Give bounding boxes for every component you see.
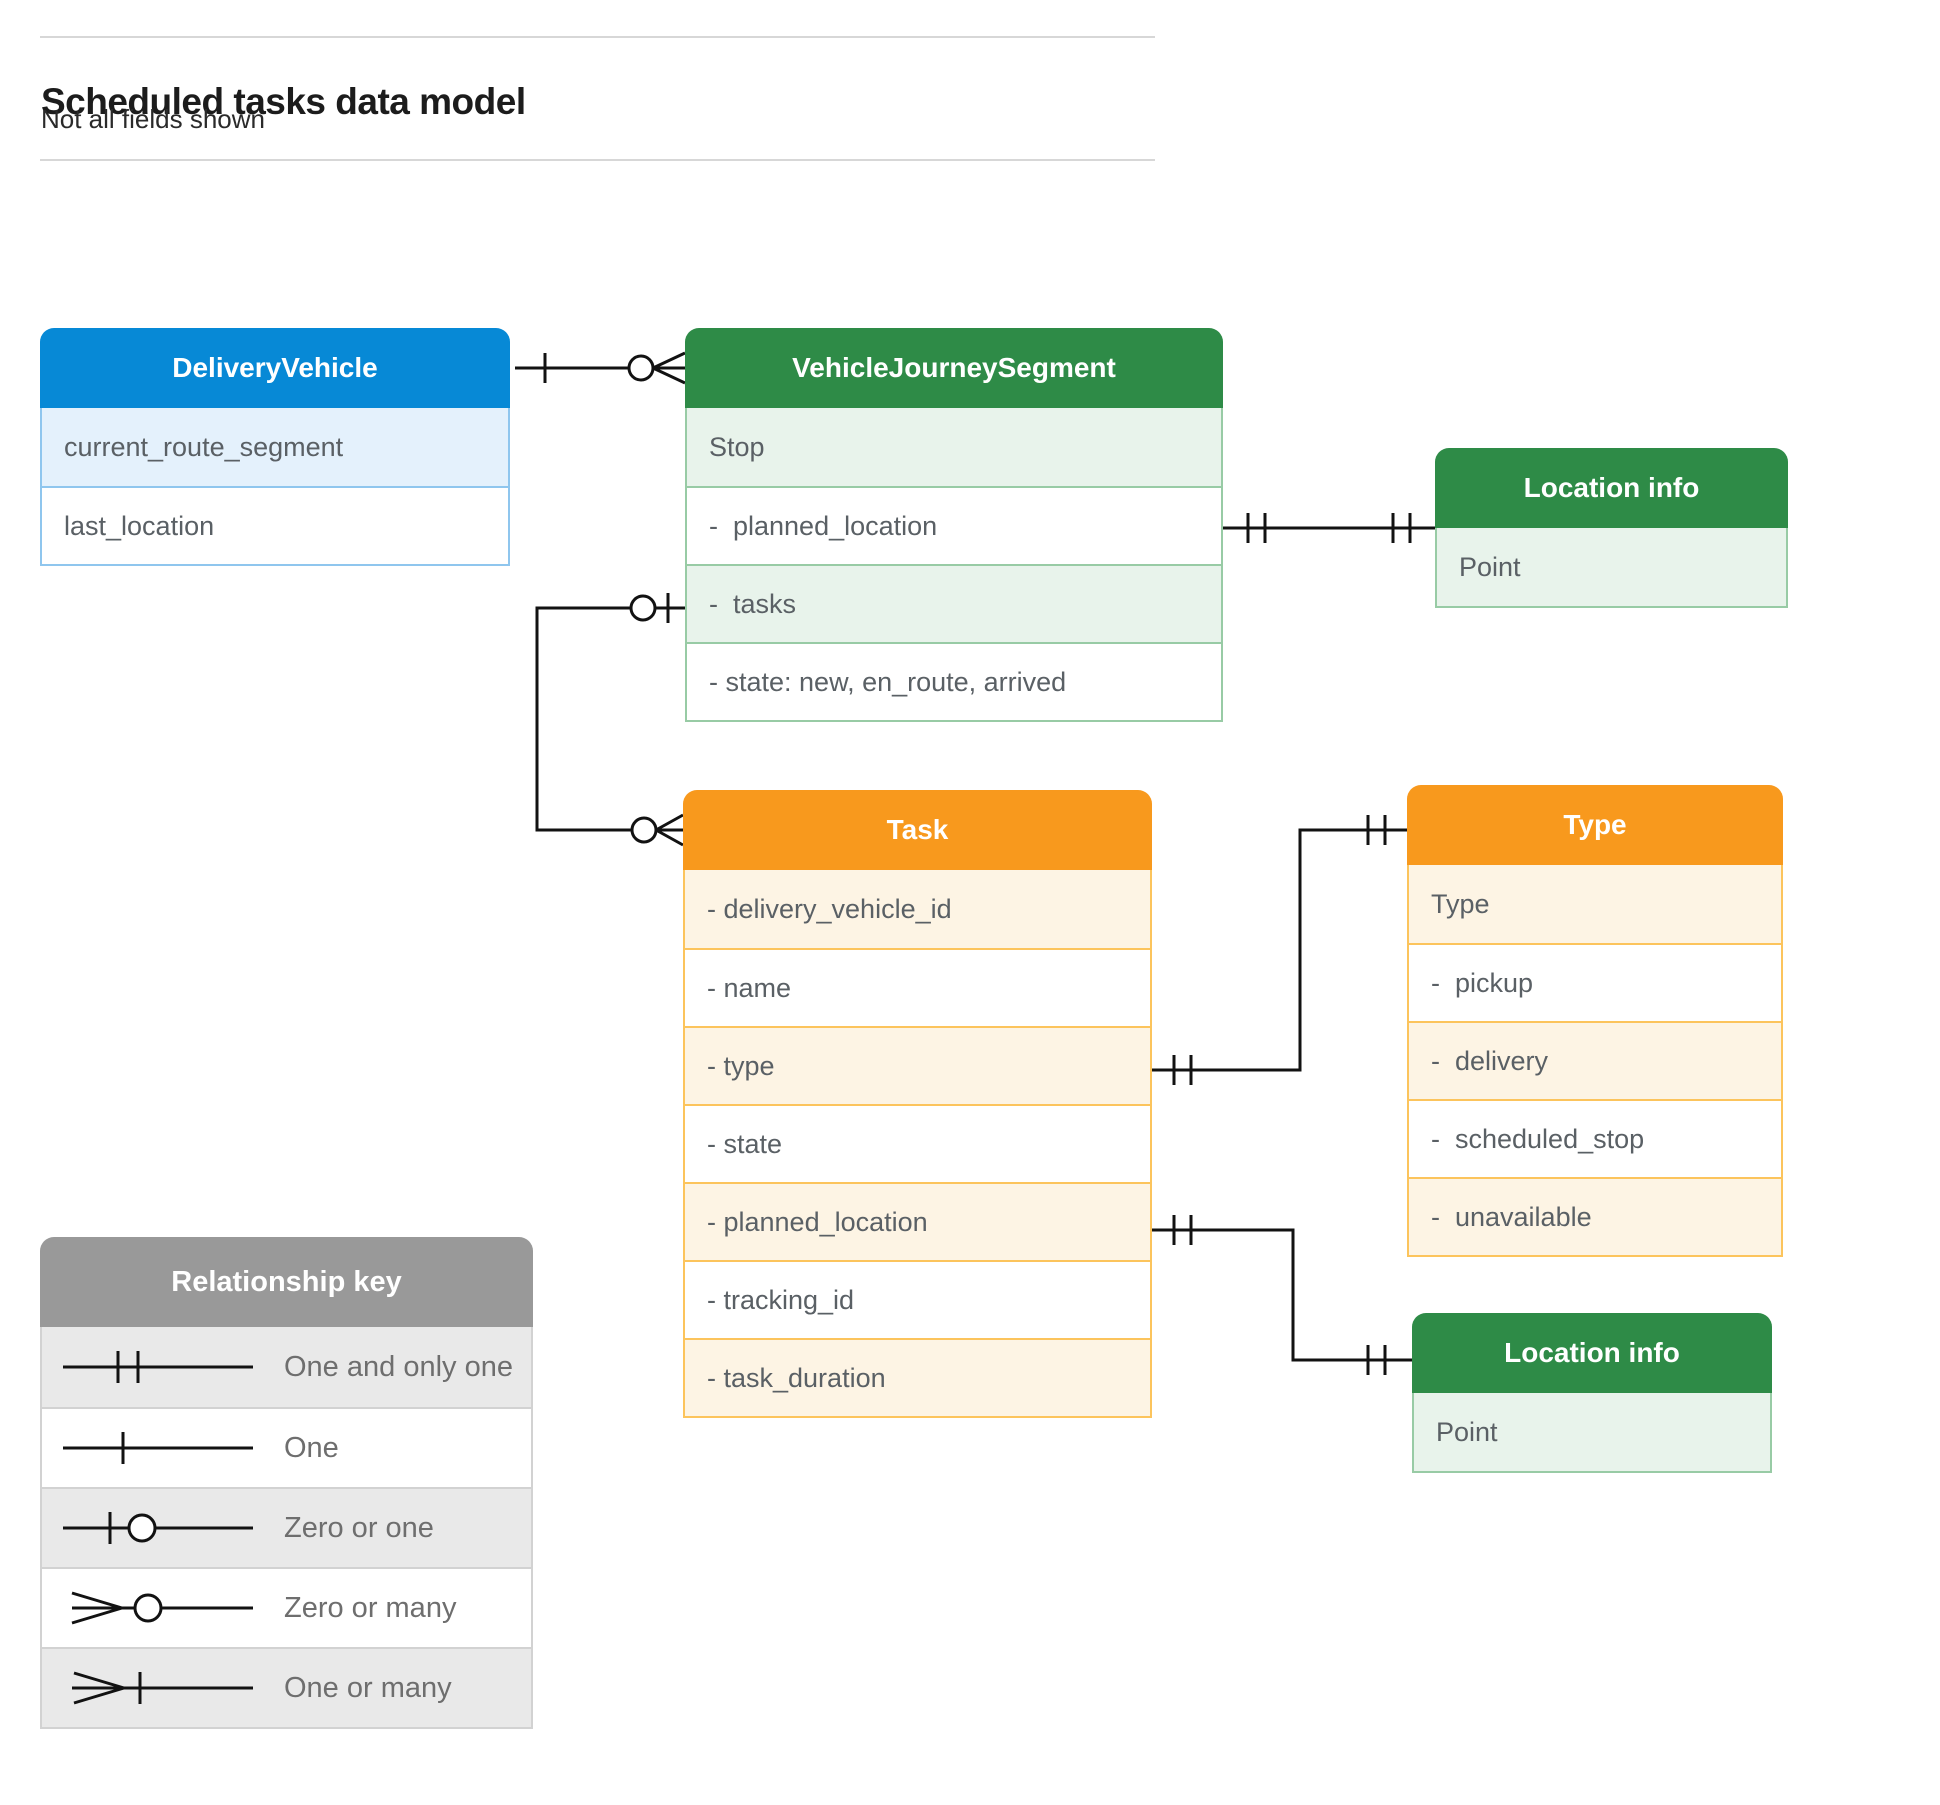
connector-taskplannedlocation-to-locationinfo-bottom: [1152, 1215, 1412, 1375]
entity-title: Location info: [1412, 1313, 1772, 1393]
zero-or-many-cardinality-icon: [630, 816, 658, 844]
top-divider: [40, 36, 1155, 38]
field-row: Point: [1435, 528, 1788, 608]
field-row: Stop: [685, 408, 1223, 488]
legend-item: Zero or one: [40, 1487, 533, 1569]
field-row: - task_duration: [683, 1338, 1152, 1418]
entity-type: Type Type - pickup - delivery - schedule…: [1407, 785, 1783, 1257]
zero-or-many-icon: [71, 1591, 253, 1625]
zero-or-one-icon: [63, 1512, 253, 1544]
field-row: - delivery_vehicle_id: [683, 870, 1152, 950]
field-row: Type: [1407, 865, 1783, 945]
relationship-key-title: Relationship key: [40, 1237, 533, 1327]
legend-label: Zero or one: [284, 1511, 434, 1544]
field-row: - planned_location: [683, 1182, 1152, 1262]
entity-task: Task - delivery_vehicle_id - name - type…: [683, 790, 1152, 1418]
legend-label: Zero or many: [284, 1591, 457, 1624]
subtitle-divider: [40, 159, 1155, 161]
connector-plannedlocation-to-locationinfo-top: [1223, 513, 1435, 543]
field-row: - planned_location: [685, 486, 1223, 566]
field-row: - unavailable: [1407, 1177, 1783, 1257]
field-row: - delivery: [1407, 1021, 1783, 1101]
legend-label: One: [284, 1431, 339, 1464]
entity-vehicle-journey-segment: VehicleJourneySegment Stop - planned_loc…: [685, 328, 1223, 722]
field-row: - tracking_id: [683, 1260, 1152, 1340]
legend-item: One or many: [40, 1647, 533, 1729]
entity-title: Task: [683, 790, 1152, 870]
field-row: - state: [683, 1104, 1152, 1184]
entity-title: VehicleJourneySegment: [685, 328, 1223, 408]
field-row: current_route_segment: [40, 408, 510, 488]
field-row: - name: [683, 948, 1152, 1028]
zero-or-many-cardinality-icon: [627, 354, 655, 382]
field-row: - scheduled_stop: [1407, 1099, 1783, 1179]
field-row: - state: new, en_route, arrived: [685, 642, 1223, 722]
entity-title: DeliveryVehicle: [40, 328, 510, 408]
entity-location-info-top: Location info Point: [1435, 448, 1788, 608]
field-row: - tasks: [685, 564, 1223, 644]
field-row: - pickup: [1407, 943, 1783, 1023]
crow-foot-icon: [655, 813, 684, 847]
one-and-only-one-icon: [63, 1351, 253, 1383]
crow-foot-icon: [652, 351, 686, 385]
one-icon: [63, 1432, 253, 1464]
legend-item: One and only one: [40, 1327, 533, 1409]
connector-tasktype-to-type: [1152, 815, 1407, 1085]
relationship-key: Relationship key One and only one One Ze…: [40, 1237, 533, 1729]
entity-title: Type: [1407, 785, 1783, 865]
entity-title: Location info: [1435, 448, 1788, 528]
entity-location-info-bottom: Location info Point: [1412, 1313, 1772, 1473]
page-subtitle: Not all fields shown: [41, 104, 265, 134]
field-row: last_location: [40, 486, 510, 566]
legend-item: One: [40, 1407, 533, 1489]
connector-tasksfield-to-task: [535, 593, 685, 847]
legend-label: One and only one: [284, 1350, 513, 1383]
zero-or-one-cardinality-icon: [629, 594, 657, 622]
field-row: Point: [1412, 1393, 1772, 1473]
one-or-many-icon: [72, 1671, 253, 1705]
entity-delivery-vehicle: DeliveryVehicle current_route_segment la…: [40, 328, 510, 566]
legend-item: Zero or many: [40, 1567, 533, 1649]
page-title: Scheduled tasks data model: [41, 80, 526, 122]
field-row: - type: [683, 1026, 1152, 1106]
connector-deliveryvehicle-to-vehiclejourneysegment: [515, 351, 686, 385]
legend-label: One or many: [284, 1671, 452, 1704]
